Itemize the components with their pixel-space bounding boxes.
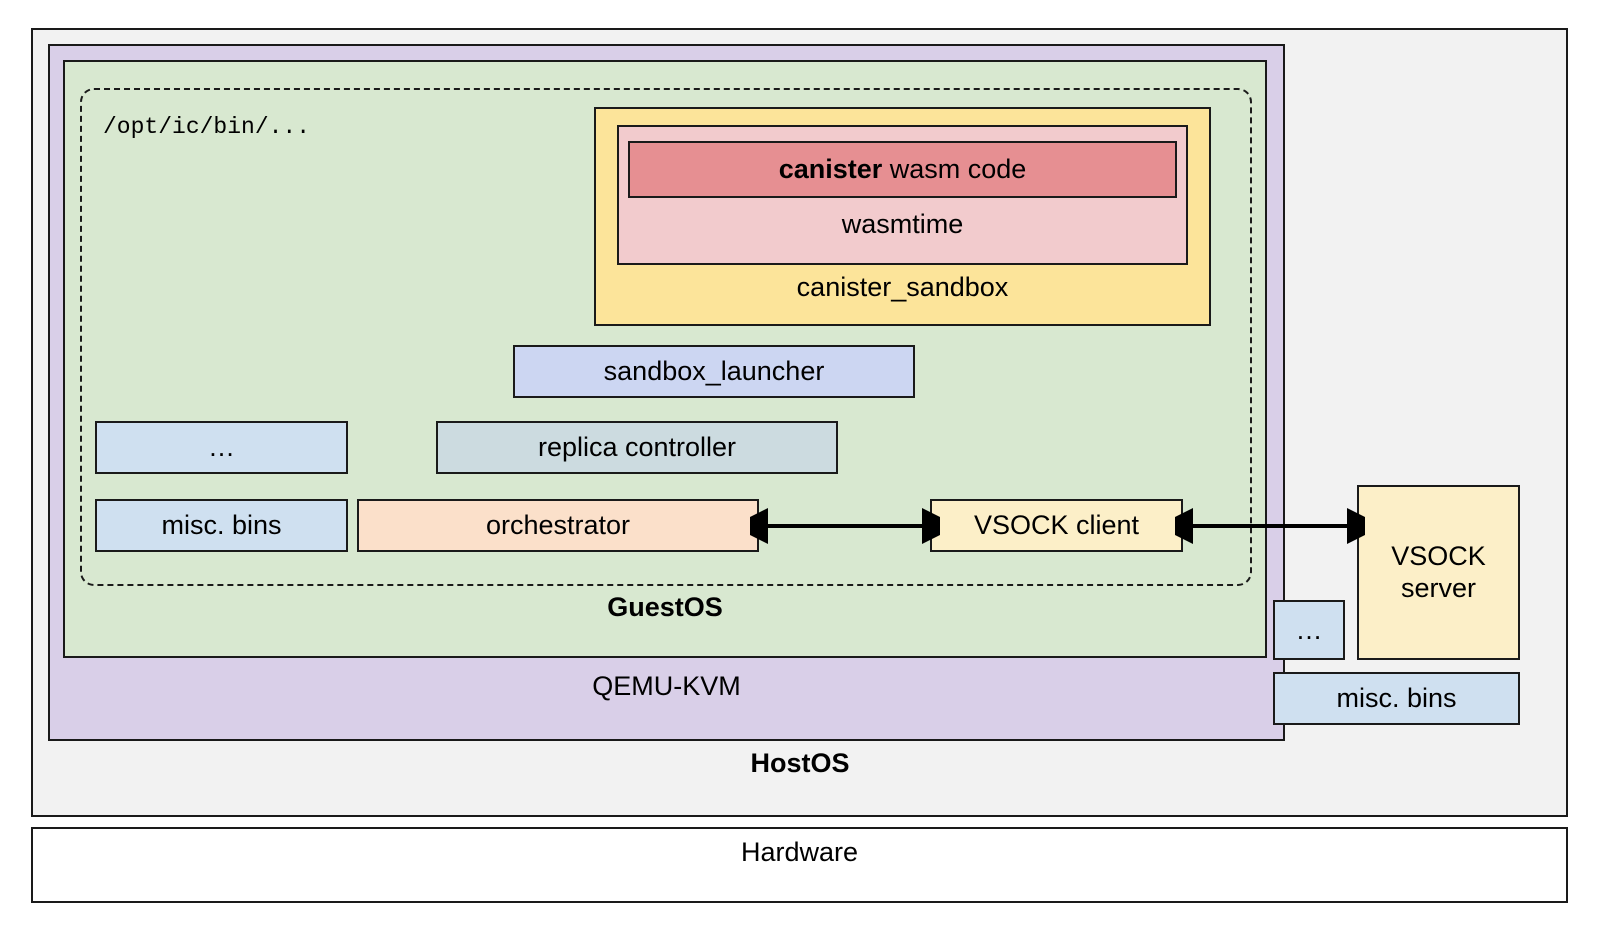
vsock-server-label-line2: server [1400, 572, 1476, 603]
canister-wasm-code-box: canister wasm code [628, 141, 1177, 198]
qemu-kvm-label: QEMU-KVM [592, 671, 741, 701]
host-misc-bins-label: misc. bins [1336, 683, 1457, 713]
guest-ellipsis-box: … [95, 421, 348, 474]
orchestrator-label: orchestrator [485, 510, 631, 540]
canister-wasm-code-strong: canister [778, 154, 883, 184]
replica-controller-label: replica controller [537, 432, 737, 462]
orchestrator-box: orchestrator [357, 499, 759, 552]
hardware-label: Hardware [740, 837, 859, 867]
hostos-label: HostOS [750, 748, 850, 778]
vsock-client-vsock-server-arrow [1175, 508, 1365, 544]
vsock-client-box: VSOCK client [930, 499, 1183, 552]
vsock-server-box: VSOCK server [1357, 485, 1520, 660]
guest-ellipsis-label: … [208, 432, 235, 462]
guestos-label: GuestOS [607, 592, 723, 622]
sandbox-launcher-label: sandbox_launcher [603, 356, 825, 386]
replica-controller-box: replica controller [436, 421, 838, 474]
guest-misc-bins-label: misc. bins [161, 510, 282, 540]
vsock-server-label-line1: VSOCK [1391, 540, 1486, 571]
sandbox-launcher-box: sandbox_launcher [513, 345, 915, 398]
host-misc-bins-box: misc. bins [1273, 672, 1520, 725]
hardware-layer [31, 827, 1568, 903]
orchestrator-vsock-client-arrow [750, 508, 940, 544]
vsock-client-label: VSOCK client [973, 510, 1140, 540]
canister-wasm-code-label: canister wasm code [779, 154, 1027, 185]
host-ellipsis-box: … [1273, 600, 1345, 660]
bin-path-region [80, 88, 1252, 586]
canister-wasm-code-rest: wasm code [882, 154, 1027, 184]
wasmtime-label: wasmtime [841, 209, 964, 239]
guest-misc-bins-box: misc. bins [95, 499, 348, 552]
canister-sandbox-label: canister_sandbox [796, 272, 1009, 302]
bin-path-label: /opt/ic/bin/... [103, 114, 311, 140]
host-ellipsis-label: … [1295, 614, 1323, 645]
